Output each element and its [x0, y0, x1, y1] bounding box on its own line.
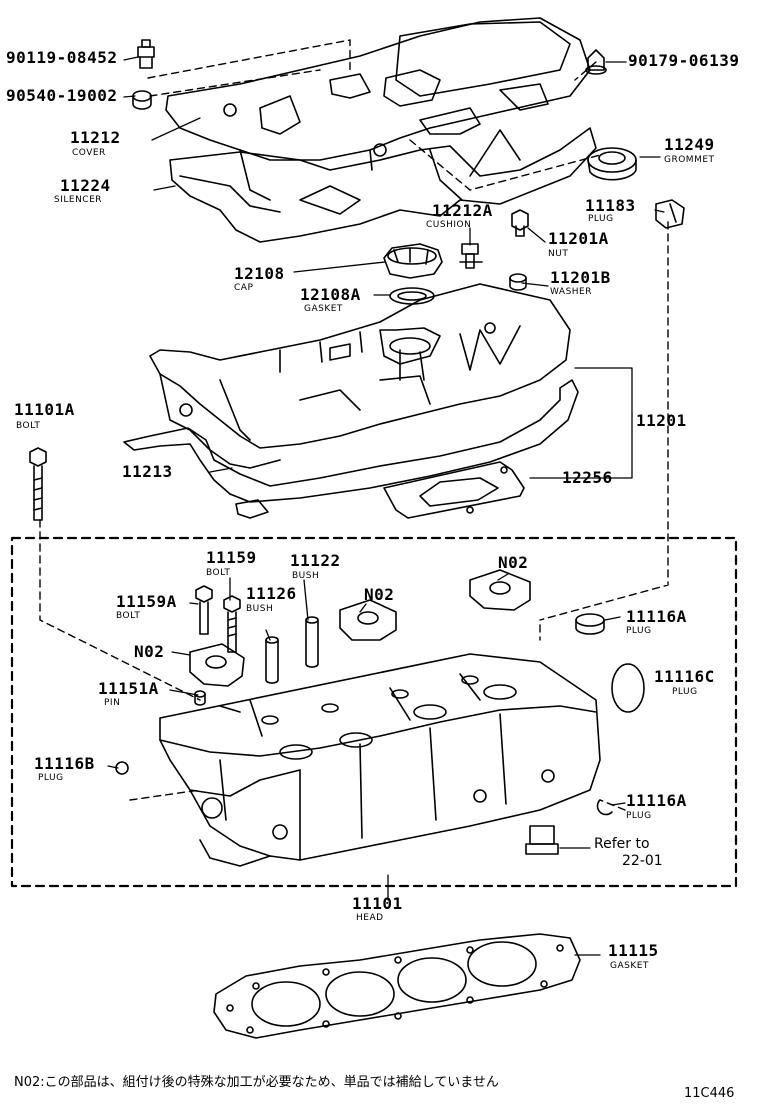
bush-11122: [305, 616, 319, 668]
silencer: [169, 127, 597, 243]
part-number-12108A: 12108A: [300, 285, 361, 304]
part-number-12256: 12256: [562, 468, 613, 487]
part-number-11126: 11126: [246, 584, 297, 603]
part-name-cap: CAP: [234, 283, 254, 293]
part-number-90119-08452: 90119-08452: [6, 48, 118, 67]
part-name-plug-11116A-bottom: PLUG: [626, 811, 652, 821]
part-number-11213: 11213: [122, 462, 173, 481]
part-number-n02-middle: N02: [364, 585, 395, 604]
part-name-bolt-11159: BOLT: [206, 568, 231, 578]
part-name-cap-gasket: GASKET: [304, 304, 343, 314]
part-number-11101A: 11101A: [14, 400, 75, 419]
pin-11151A: [194, 690, 206, 706]
part-name-bolt-11159A: BOLT: [116, 611, 141, 621]
part-name-nut: NUT: [548, 249, 569, 259]
part-number-11116A-bottom: 11116A: [626, 791, 687, 810]
plug-11183: [655, 199, 685, 229]
part-name-plug-11116C: PLUG: [672, 687, 698, 697]
plug-11116B: [115, 761, 129, 775]
part-number-11183: 11183: [585, 196, 636, 215]
part-number-11201B: 11201B: [550, 268, 611, 287]
footnote: N02:この部品は、組付け後の特殊な加工が必要なため、単品では補給していません: [14, 1075, 499, 1090]
part-number-11116C: 11116C: [654, 667, 715, 686]
part-number-11201: 11201: [636, 411, 687, 430]
part-number-11249: 11249: [664, 135, 715, 154]
leader-lines: [107, 56, 665, 956]
part-name-cover: COVER: [72, 148, 106, 158]
reference-line2: 22-01: [622, 853, 663, 869]
bolt-11159: [223, 595, 241, 653]
part-number-11212: 11212: [70, 128, 121, 147]
cushion-11212A: [459, 243, 483, 269]
diagram-code: 11C446: [684, 1086, 735, 1101]
part-name-head-gasket: GASKET: [610, 961, 649, 971]
bolt-11159A: [195, 585, 213, 635]
part-number-12108: 12108: [234, 264, 285, 283]
part-number-11116B: 11116B: [34, 754, 95, 773]
part-name-silencer: SILENCER: [54, 195, 103, 205]
oil-cap: [383, 243, 443, 279]
part-number-11159: 11159: [206, 548, 257, 567]
part-number-n02-right: N02: [498, 553, 529, 572]
part-name-pin: PIN: [104, 698, 121, 708]
grommet-90540: [132, 90, 152, 110]
part-name-plug-11183: PLUG: [588, 214, 614, 224]
bolt-90119: [137, 39, 155, 69]
head-assembly-box: [10, 536, 738, 888]
leader-dashes: [39, 39, 669, 811]
plug-11116C: [611, 663, 645, 713]
washer-11201B: [509, 273, 527, 291]
cap-n02-middle: [339, 599, 397, 641]
head-gasket: [213, 933, 581, 1039]
part-number-11115: 11115: [608, 941, 659, 960]
part-number-11159A: 11159A: [116, 592, 177, 611]
part-name-bush-11126: BUSH: [246, 604, 274, 614]
part-number-90179-06139: 90179-06139: [628, 51, 740, 70]
head-cover: [149, 283, 571, 469]
plug-11116A-bottom: [596, 799, 613, 816]
part-number-11122: 11122: [290, 551, 341, 570]
head-cover-gasket: [123, 379, 579, 519]
part-number-11101: 11101: [352, 894, 403, 913]
bolt-90179: [585, 49, 607, 75]
nut-11201A: [511, 209, 529, 237]
sensor-22-01: [525, 825, 559, 855]
part-name-cushion: CUSHION: [426, 220, 472, 230]
cap-n02-left: [189, 643, 245, 687]
cylinder-head: [159, 653, 601, 867]
grommet-11249: [587, 147, 637, 181]
part-number-11116A-top: 11116A: [626, 607, 687, 626]
cap-n02-right: [469, 569, 531, 611]
part-name-washer: WASHER: [550, 287, 592, 297]
part-number-11151A: 11151A: [98, 679, 159, 698]
part-name-grommet: GROMMET: [664, 155, 715, 165]
bolt-11101A: [29, 447, 47, 521]
part-number-90540-19002: 90540-19002: [6, 86, 118, 105]
bush-11126: [265, 636, 279, 684]
part-name-plug-11116B: PLUG: [38, 773, 64, 783]
reference-line1: Refer to: [594, 836, 650, 852]
part-number-11212A: 11212A: [432, 201, 493, 220]
gasket-12256: [383, 461, 525, 519]
part-number-n02-left: N02: [134, 642, 165, 661]
part-number-11224: 11224: [60, 176, 111, 195]
engine-cover: [165, 17, 591, 201]
plug-11116A-top: [575, 613, 605, 635]
part-number-11201A: 11201A: [548, 229, 609, 248]
part-name-plug-11116A-top: PLUG: [626, 626, 652, 636]
part-name-head: HEAD: [356, 913, 384, 923]
part-name-bush-11122: BUSH: [292, 571, 320, 581]
part-name-bolt-11101A: BOLT: [16, 421, 41, 431]
cap-gasket: [389, 287, 435, 305]
